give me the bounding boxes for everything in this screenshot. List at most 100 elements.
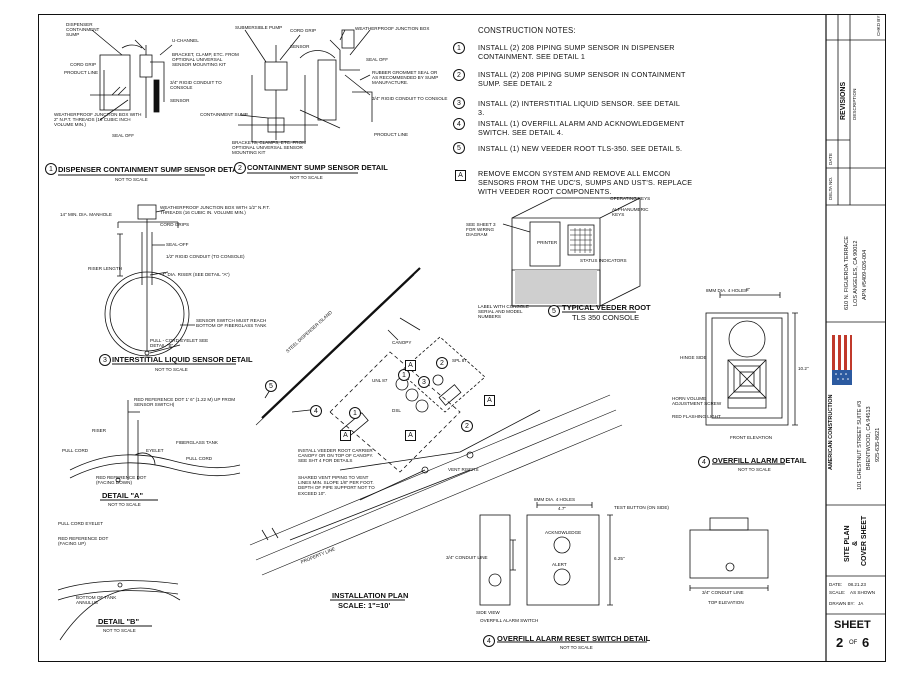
label-d3-cord-grips: CORD GRIPS <box>160 222 190 227</box>
note-4-marker: 4 <box>453 118 465 130</box>
sheet-number: 2 <box>836 635 844 650</box>
detail-b-subtitle: NOT TO SCALE <box>103 628 136 633</box>
label-d1-u-channel: U-CHANNEL <box>172 38 199 43</box>
note-1-marker: 1 <box>453 42 465 54</box>
label-da-pull-cord-2: PULL CORD <box>186 456 213 461</box>
plan-callout-a1: A <box>340 430 351 441</box>
label-d3-riser-length: RISER LENGTH <box>88 266 122 271</box>
label-d1-sensor: SENSOR <box>170 98 190 103</box>
sheet-label: SHEET <box>834 619 871 631</box>
plan-callout-1a: 1 <box>349 407 361 419</box>
label-d5-operating-keys: OPERATING KEYS <box>610 196 651 201</box>
label-d3-conduit: 1/2" RIGID CONDUIT (TO CONSOLE) <box>166 254 245 259</box>
plan-callout-4: 4 <box>310 405 322 417</box>
detail-5-title: TYPICAL VEEDER ROOT <box>562 303 651 312</box>
label-d5-wiring: SEE SHEET 3 FOR WIRING DIAGRAM <box>466 222 496 238</box>
label-d1-product-line: PRODUCT LINE <box>64 70 99 75</box>
detail-2-drawing <box>238 29 373 143</box>
date-value: 08.21.23 <box>848 582 866 587</box>
detail-3-title: INTERSTITIAL LIQUID SENSOR DETAIL <box>112 355 253 364</box>
plan-callout-5: 5 <box>265 380 277 392</box>
sheet-title-2: & <box>852 540 859 546</box>
label-d2-pump: SUBMERSIBLE PUMP <box>235 25 283 30</box>
detail-a-title: DETAIL "A" <box>102 491 144 500</box>
revisions-col-description: DESCRIPTION <box>852 88 857 120</box>
label-d1-cord-grip: CORD GRIP <box>70 62 97 67</box>
label-d3-junction-box: WEATHERPROOF JUNCTION BOX WITH 1/2" N.P.… <box>160 205 270 216</box>
top-elevation-drawing <box>689 517 769 591</box>
detail-4a-marker: 4 <box>698 456 710 468</box>
detail-3-marker: 3 <box>99 354 111 366</box>
note-4-text: INSTALL (1) OVERFILL ALARM AND ACKNOWLED… <box>478 119 685 137</box>
detail-a-drawing <box>69 400 241 483</box>
label-da-pull-cord-1: PULL CORD <box>62 448 89 453</box>
note-3-text: INSTALL (2) INTERSTITIAL LIQUID SENSOR. … <box>478 99 680 117</box>
sheet-title-1: SITE PLAN <box>844 525 851 562</box>
note-5-marker: 5 <box>453 142 465 154</box>
label-plan-risers: VENT RISERS <box>448 467 479 472</box>
plan-title: INSTALLATION PLAN <box>332 591 409 600</box>
label-d4a-width: 8" <box>746 287 751 292</box>
label-plan-spl: SPL 87 <box>452 358 467 363</box>
label-top-conduit: 3/4" CONDUIT LINE <box>702 590 744 595</box>
company-logo-flag <box>832 335 852 385</box>
note-1-text: INSTALL (2) 208 PIPING SUMP SENSOR IN DI… <box>478 43 675 61</box>
project-address-1: 610 N. FIGUEROA TERRACE <box>844 236 850 310</box>
drawing-sheet <box>38 14 886 662</box>
label-d4a-horn: HORN VOLUME ADJUSTMENT SCREW <box>672 396 722 407</box>
detail-4a-subtitle: NOT TO SCALE <box>738 467 771 472</box>
sheet-title-3: COVER SHEET <box>861 515 868 566</box>
label-d5-serial: LABEL WITH CONSOLE SERIAL AND MODEL NUMB… <box>478 304 529 320</box>
note-2-marker: 2 <box>453 69 465 81</box>
notes-header: CONSTRUCTION NOTES: <box>478 26 576 35</box>
label-d4b-height: 6.25" <box>614 556 625 561</box>
label-db-ref-dot: RED REFERENCE DOT (FACING UP) <box>58 536 109 547</box>
label-plan-vent: SHARED VENT PIPING TO VENT LINES MIN. SL… <box>298 475 375 496</box>
label-d4a-front: FRONT ELEVATION <box>730 435 773 440</box>
revisions-col-date: DATE <box>828 153 833 165</box>
company-address-2: BRENTWOOD, CA 94513 <box>866 406 872 470</box>
label-d3-manhole: 14" MIN. DIA. MANHOLE <box>60 212 112 217</box>
label-d4b-side: SIDE VIEW <box>476 610 500 615</box>
detail-3-drawing <box>104 204 190 357</box>
note-5-text: INSTALL (1) NEW VEEDER ROOT TLS-350. SEE… <box>478 144 683 153</box>
label-da-ref-dot: RED REFERENCE DOT 1' 6" (1.22 M) UP FROM… <box>134 397 236 408</box>
detail-4b-subtitle: NOT TO SCALE <box>560 645 593 650</box>
label-d3-riser: 4" DIA. RISER (SEE DETAIL "A") <box>162 272 230 277</box>
detail-a-subtitle: NOT TO SCALE <box>108 502 141 507</box>
detail-1-drawing <box>90 44 165 118</box>
label-d4b-test: TEST BUTTON (ON SIDE) <box>614 505 669 510</box>
label-d4a-hinge: HINGE SIDE <box>680 355 707 360</box>
detail-2-subtitle: NOT TO SCALE <box>290 175 323 180</box>
label-da-ref-dot-down: RED REFERENCE DOT (FACING DOWN) <box>96 475 147 486</box>
installation-plan-drawing <box>249 267 623 576</box>
note-a-marker: A <box>455 170 466 181</box>
drawn-value: JA <box>858 601 864 606</box>
detail-5-drawing <box>502 197 641 307</box>
label-d4b-ack: ACKNOWLEDGE <box>545 530 582 535</box>
label-da-eyelet: EYELET <box>146 448 164 453</box>
note-2-text: INSTALL (2) 208 PIPING SUMP SENSOR IN CO… <box>478 70 686 88</box>
label-d4b-width: 4.7" <box>558 506 567 511</box>
detail-2-marker: 2 <box>234 162 246 174</box>
label-plan-canopy: CANOPY <box>392 340 412 345</box>
plan-callout-a2: A <box>405 360 416 371</box>
company-phone: 925-635-8621 <box>875 427 881 462</box>
scale-label: SCALE: <box>829 590 846 595</box>
label-d2-junction-box: WEATHERPROOF JUNCTION BOX <box>355 26 430 31</box>
sheet-total: 6 <box>862 635 870 650</box>
revisions-col-chkd: CHKD BY <box>876 15 881 36</box>
project-address-2: LOS ANGELES, CA 90012 <box>853 240 859 306</box>
label-d4b-conduit: 3/4" CONDUIT LINE <box>446 555 488 560</box>
label-d4b-holes: 8MM DIA. 4 HOLES <box>534 497 576 502</box>
detail-5-title-2: TLS 350 CONSOLE <box>572 313 640 322</box>
label-d2-brackets: BRACKETS, CLAMPS, ETC. FROM OPTIONAL UNI… <box>232 140 307 156</box>
label-d4a-height: 10.2" <box>798 366 809 371</box>
detail-4b-title: OVERFILL ALARM RESET SWITCH DETAIL <box>497 634 651 643</box>
detail-4b-marker: 4 <box>483 635 495 647</box>
label-d4a-light: RED FLASHING LIGHT <box>672 414 721 419</box>
detail-1-subtitle: NOT TO SCALE <box>115 177 148 182</box>
note-3-marker: 3 <box>453 97 465 109</box>
sheet-of: OF <box>849 640 858 646</box>
drawn-label: DRAWN BY: <box>829 601 855 606</box>
